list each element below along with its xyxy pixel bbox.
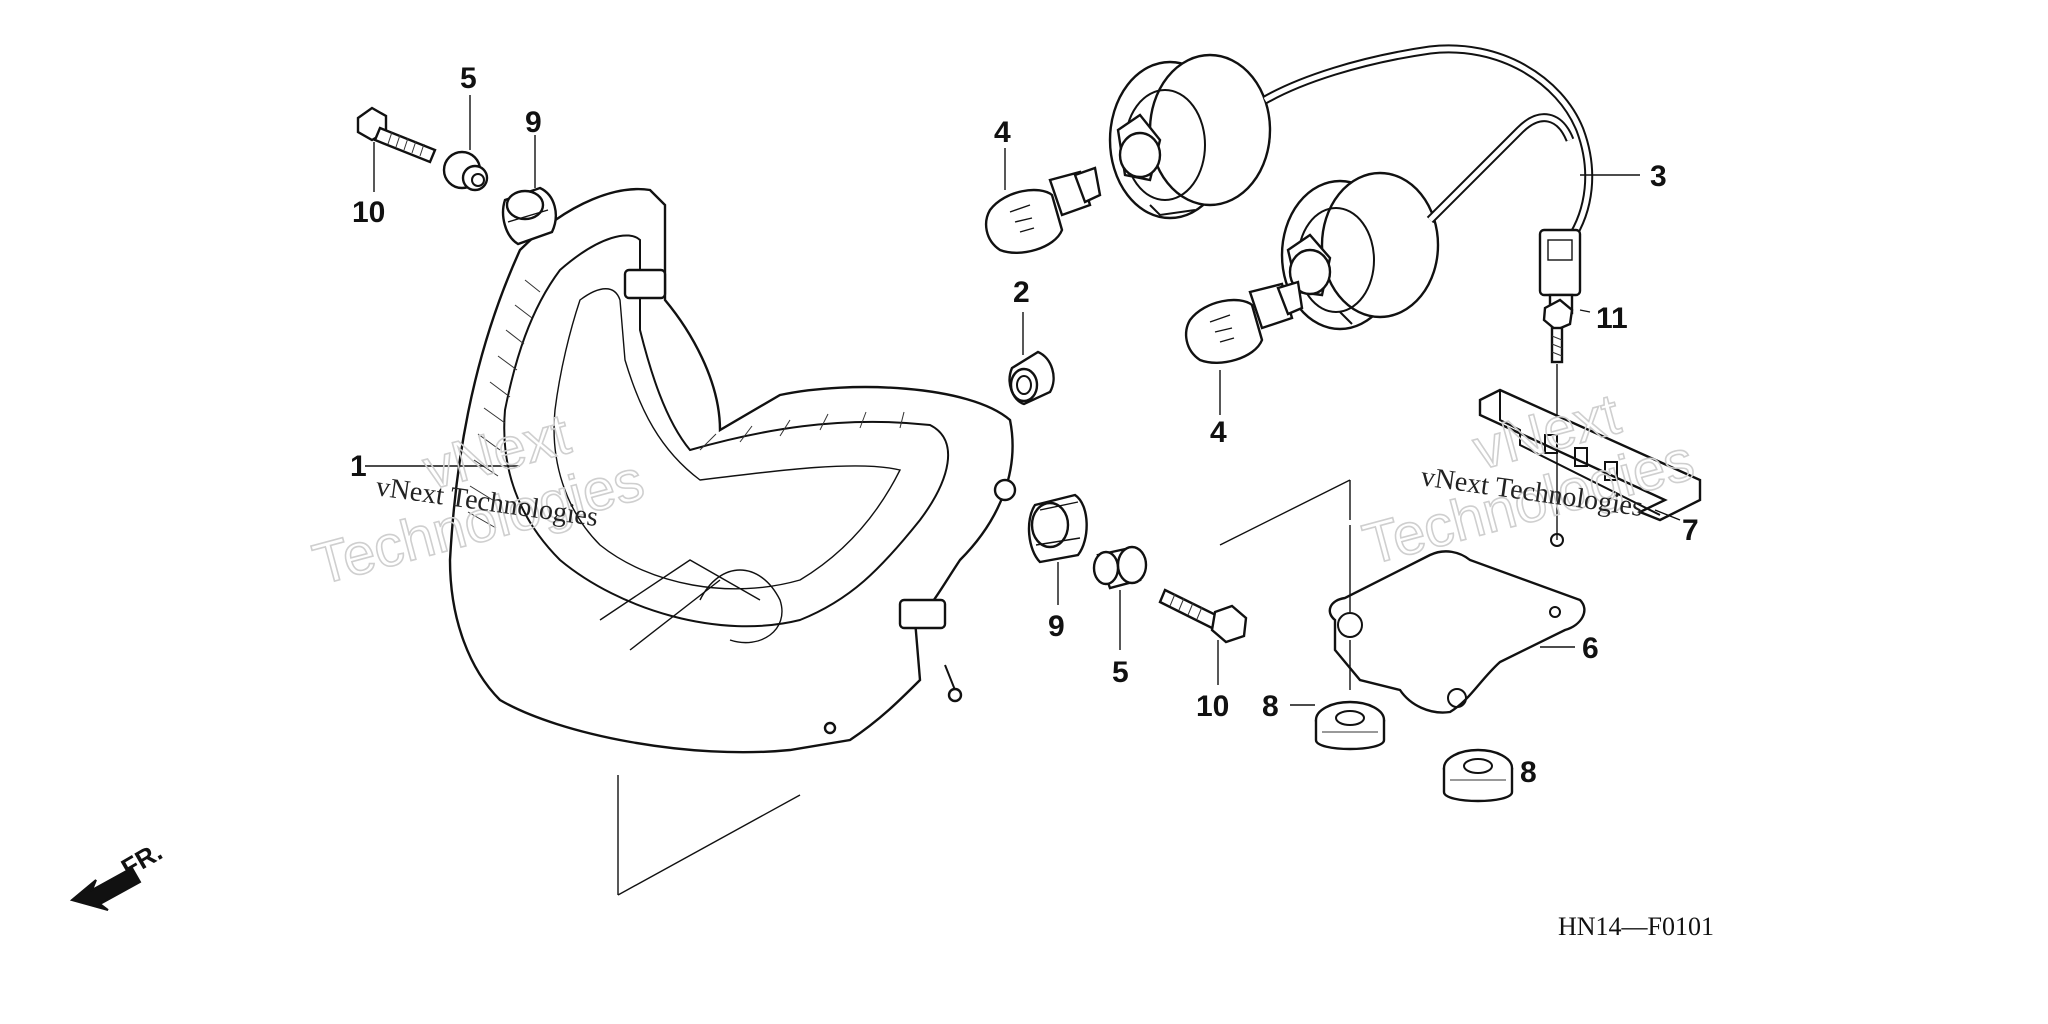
callout-5-middle: 5 <box>1112 656 1129 689</box>
callout-3: 3 <box>1650 160 1667 193</box>
collar-2 <box>1008 350 1055 406</box>
collar-5-top <box>442 150 489 192</box>
callout-11: 11 <box>1596 302 1628 335</box>
grommet-9-middle <box>1027 493 1088 564</box>
callout-1: 1 <box>350 450 367 483</box>
watermark-right: vNext Technologies vNext Technologies <box>1356 381 1701 579</box>
callout-9-middle: 9 <box>1048 610 1065 643</box>
bolt-10-top <box>356 106 437 164</box>
headlight-assembly <box>448 187 1017 896</box>
diagram-code: HN14—F0101 <box>1558 912 1714 941</box>
callout-8-left: 8 <box>1262 690 1279 723</box>
leader-lines <box>365 95 1681 706</box>
grommet-9-top <box>501 186 557 246</box>
callout-labels: 10 5 9 1 2 4 4 3 11 7 6 8 8 9 5 10 <box>350 62 1699 789</box>
socket-harness-3 <box>1108 44 1594 331</box>
grommet-8-left <box>1314 700 1386 751</box>
callout-4-lower: 4 <box>1210 416 1227 449</box>
screw-11 <box>1542 298 1574 540</box>
callout-7: 7 <box>1682 514 1699 547</box>
callout-2: 2 <box>1013 276 1030 309</box>
callout-9-top: 9 <box>525 106 542 139</box>
callout-5-top: 5 <box>460 62 477 95</box>
callout-4-upper: 4 <box>994 116 1011 149</box>
bulb-4-lower <box>1184 280 1304 364</box>
callout-8-right: 8 <box>1520 756 1537 789</box>
grommet-8-right <box>1442 748 1514 803</box>
bolt-10-middle <box>1158 588 1248 644</box>
callout-6: 6 <box>1582 632 1599 665</box>
plate-6 <box>1219 479 1586 714</box>
callout-10-middle: 10 <box>1196 690 1229 723</box>
front-arrow-indicator: FR. <box>69 836 167 911</box>
callout-10-top: 10 <box>352 196 385 229</box>
collar-5-middle <box>1092 545 1148 590</box>
bracket-7 <box>1478 388 1702 547</box>
bulb-4-upper <box>984 166 1102 254</box>
front-arrow-icon <box>69 866 142 911</box>
